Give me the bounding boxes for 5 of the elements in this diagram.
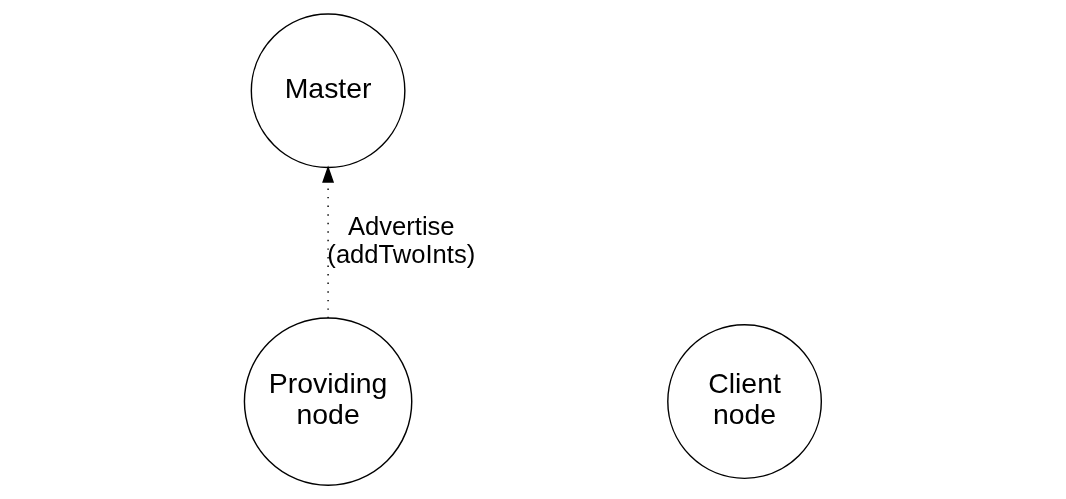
- edge-label: Advertise (addTwoInts): [327, 211, 476, 269]
- node-circle: Providing node: [243, 317, 413, 486]
- node-circle: Master: [250, 13, 406, 169]
- node-circle: Client node: [667, 324, 822, 480]
- arrow: [322, 165, 335, 319]
